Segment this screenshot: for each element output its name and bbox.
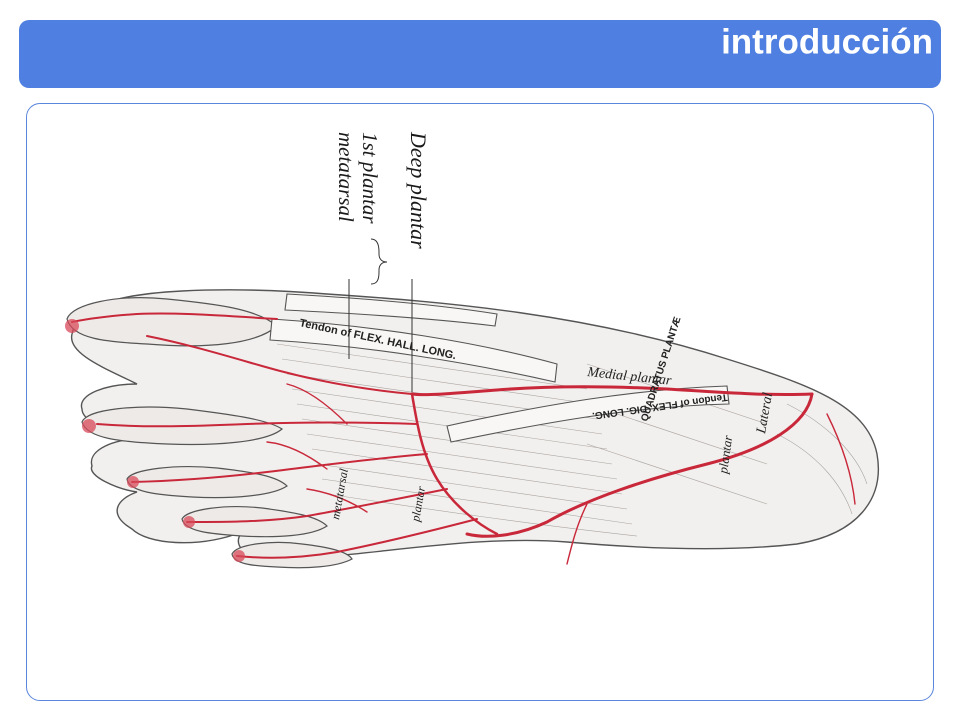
- label-lateral: Lateral: [754, 391, 776, 435]
- tendons: [269, 293, 730, 443]
- page-title: introducción: [721, 22, 933, 62]
- fifth-toe: [231, 541, 353, 569]
- leader-lines: [348, 238, 413, 392]
- label-first-plantar: 1st plantar: [358, 132, 382, 224]
- label-plantar-lower: plantar: [715, 433, 735, 475]
- title-bar: [19, 20, 941, 88]
- content-panel: Deep plantar 1st plantar metatarsal Tend…: [26, 103, 934, 701]
- label-plantar-digital: plantar: [408, 485, 428, 524]
- label-metatarsal: metatarsal: [334, 132, 358, 222]
- tendon-flex-hall: [269, 318, 558, 383]
- foot-anatomy-illustration: Deep plantar 1st plantar metatarsal Tend…: [65, 131, 879, 569]
- tendon-flex-dig: [446, 385, 730, 443]
- label-deep-plantar: Deep plantar: [406, 131, 431, 249]
- arteries: [71, 312, 856, 565]
- toe-tips: [65, 319, 245, 562]
